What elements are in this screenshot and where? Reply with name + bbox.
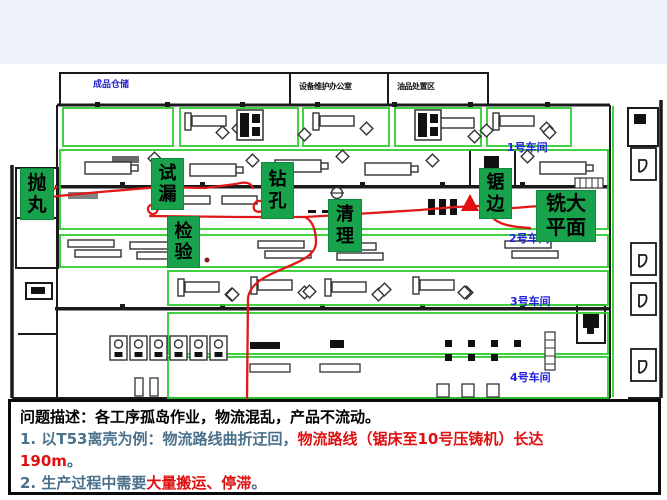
- header-room-oil-disposal: 油品处置区: [397, 82, 435, 91]
- workshop-4-label: 4号车间: [510, 371, 551, 384]
- workshop-1-label: 1号车间: [507, 141, 548, 154]
- problem-description-box: 问题描述：各工序孤岛作业，物流混乱，产品不流动。 1. 以T53离壳为例：物流路…: [8, 399, 661, 495]
- station-mill-large-face: 铣大平面: [536, 190, 596, 242]
- route-length-highlight: 物流路线（锯床至10号压铸机）长达: [297, 430, 544, 448]
- workshop-3-label: 3号车间: [510, 295, 551, 308]
- note-item-1-cont: 190m。: [20, 452, 82, 470]
- station-inspection: 检验: [167, 216, 200, 268]
- station-saw-edge: 锯边: [479, 168, 512, 219]
- note-item-2: 2. 生产过程中需要大量搬运、停滞。: [20, 474, 267, 492]
- route-length-value: 190m: [20, 452, 67, 470]
- station-cleaning: 清理: [328, 199, 362, 252]
- station-leak-test: 试漏: [151, 158, 184, 210]
- problem-title: 问题描述：各工序孤岛作业，物流混乱，产品不流动。: [20, 408, 381, 426]
- header-room-maintenance-office: 设备维护办公室: [299, 82, 352, 91]
- material-flow-route: [48, 181, 550, 400]
- handling-delay-highlight: 大量搬运、停滞: [146, 474, 252, 492]
- station-shot-blasting: 抛丸: [20, 168, 54, 220]
- station-drilling: 钻孔: [261, 162, 294, 219]
- top-band: [0, 0, 667, 64]
- header-room-finished-goods: 成品仓储: [93, 80, 130, 90]
- route-start-marker: [461, 194, 479, 211]
- note-item-1: 1. 以T53离壳为例：物流路线曲折迂回，物流路线（锯床至10号压铸机）长达: [20, 430, 544, 448]
